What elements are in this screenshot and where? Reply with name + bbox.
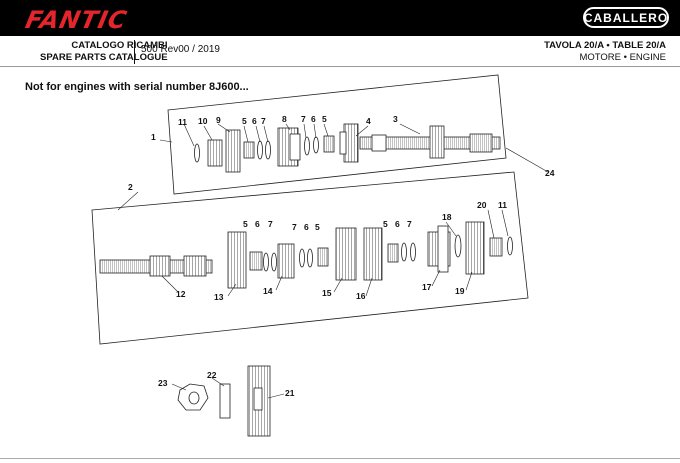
model-badge: CABALLERO bbox=[583, 7, 669, 28]
header-divider bbox=[0, 66, 680, 67]
loose-parts bbox=[177, 365, 271, 437]
callout-2: 2 bbox=[128, 182, 133, 192]
leader-lines bbox=[117, 123, 549, 399]
callout-5d: 5 bbox=[315, 222, 320, 232]
callout-17: 17 bbox=[422, 282, 432, 292]
catalog-title-en: SPARE PARTS CATALOGUE bbox=[40, 52, 168, 63]
callout-6c: 6 bbox=[255, 219, 260, 229]
callout-labels: 1 2 3 4 5 6 7 8 9 10 11 7 6 5 24 12 13 1… bbox=[128, 114, 555, 398]
callout-8: 8 bbox=[282, 114, 287, 124]
callout-9: 9 bbox=[216, 115, 221, 125]
callout-5a: 5 bbox=[242, 116, 247, 126]
header-separator bbox=[134, 40, 135, 64]
mainshaft-assembly bbox=[194, 123, 501, 173]
callout-15: 15 bbox=[322, 288, 332, 298]
callout-7d: 7 bbox=[292, 222, 297, 232]
callout-12: 12 bbox=[176, 289, 186, 299]
callout-16: 16 bbox=[356, 291, 366, 301]
callout-18: 18 bbox=[442, 212, 452, 222]
catalog-title: CATALOGO RICAMBI SPARE PARTS CATALOGUE bbox=[40, 40, 168, 64]
table-title: TAVOLA 20/A • TABLE 20/A MOTORE • ENGINE bbox=[544, 40, 666, 64]
callout-24: 24 bbox=[545, 168, 555, 178]
mainshaft-panel bbox=[167, 74, 507, 195]
callout-23: 23 bbox=[158, 378, 168, 388]
callout-13: 13 bbox=[214, 292, 224, 302]
catalog-version: 500 Rev00 / 2019 bbox=[141, 44, 220, 55]
callout-7b: 7 bbox=[301, 114, 306, 124]
header-bar: FANTIC CABALLERO bbox=[0, 0, 680, 36]
callout-6d: 6 bbox=[304, 222, 309, 232]
callout-11a: 11 bbox=[178, 117, 187, 127]
callout-1: 1 bbox=[151, 132, 156, 142]
callout-6a: 6 bbox=[252, 116, 257, 126]
table-section: MOTORE • ENGINE bbox=[579, 52, 666, 63]
serial-note: Not for engines with serial number 8J600… bbox=[25, 81, 249, 93]
callout-6e: 6 bbox=[395, 219, 400, 229]
callout-5c: 5 bbox=[243, 219, 248, 229]
countershaft-panel bbox=[91, 171, 529, 345]
callout-4: 4 bbox=[366, 116, 371, 126]
countershaft-assembly bbox=[99, 221, 513, 289]
callout-22: 22 bbox=[207, 370, 217, 380]
callout-10: 10 bbox=[198, 116, 208, 126]
nut-23-hole bbox=[188, 391, 200, 405]
callout-5b: 5 bbox=[322, 114, 327, 124]
callout-5e: 5 bbox=[383, 219, 388, 229]
callout-19: 19 bbox=[455, 286, 465, 296]
callout-6b: 6 bbox=[311, 114, 316, 124]
lock-washer-22 bbox=[219, 383, 231, 419]
callout-21: 21 bbox=[285, 388, 295, 398]
callout-20: 20 bbox=[477, 200, 487, 210]
catalog-title-it: CATALOGO RICAMBI bbox=[71, 40, 168, 51]
callout-7c: 7 bbox=[268, 219, 273, 229]
callout-11b: 11 bbox=[498, 200, 507, 210]
table-number: TAVOLA 20/A • TABLE 20/A bbox=[544, 40, 666, 51]
callout-14: 14 bbox=[263, 286, 273, 296]
callout-7a: 7 bbox=[261, 116, 266, 126]
callout-3: 3 bbox=[393, 114, 398, 124]
footer-divider bbox=[0, 458, 680, 459]
callout-7e: 7 bbox=[407, 219, 412, 229]
